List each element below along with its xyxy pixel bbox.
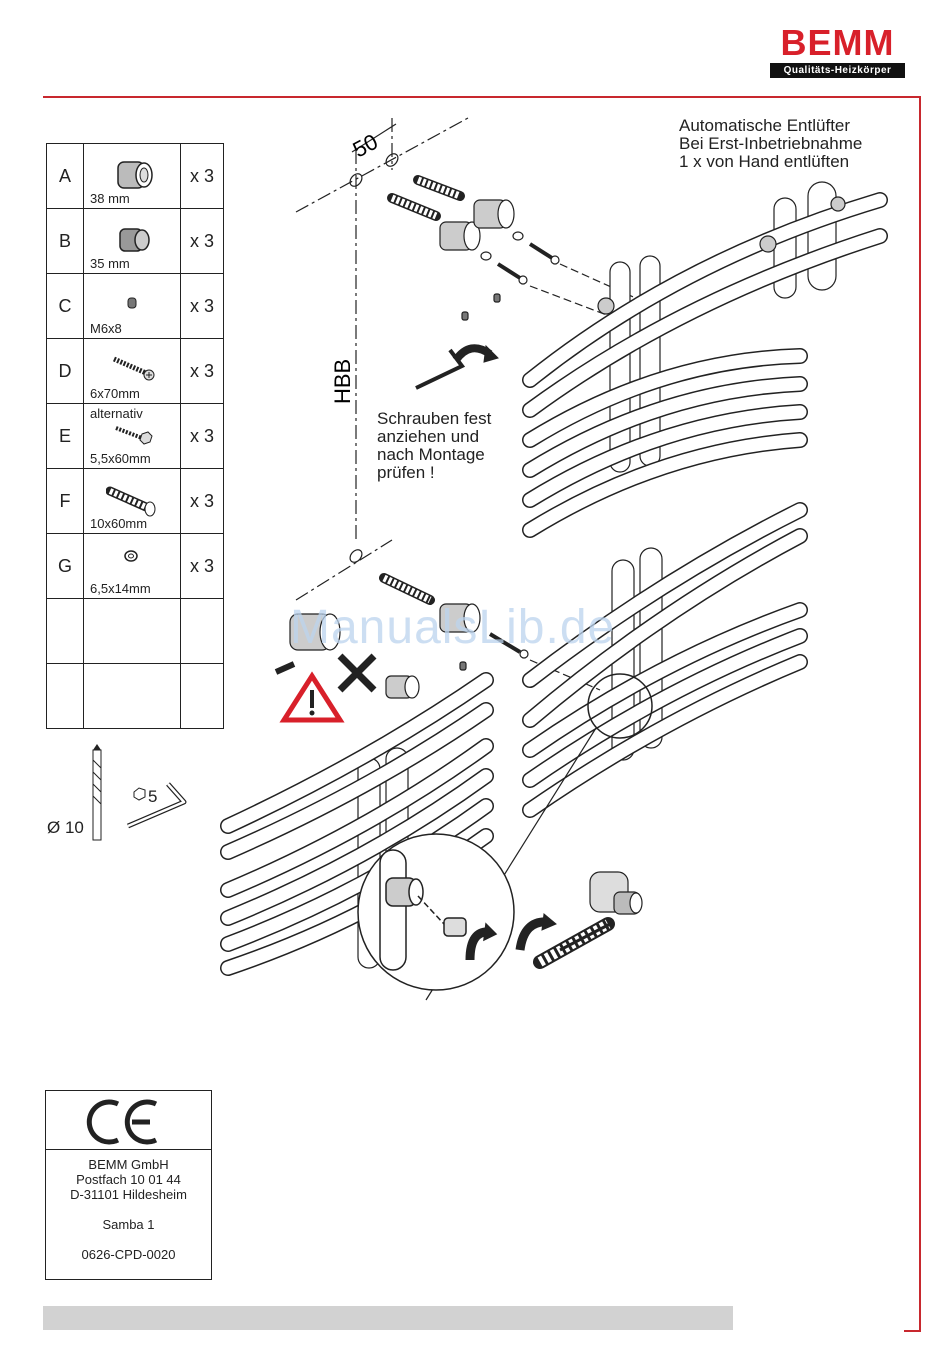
part-size: 5,5x60mm	[90, 451, 151, 466]
air-vent-note: Automatische Entlüfter Bei Erst-Inbetrie…	[679, 117, 919, 171]
tighten-arrow-icon	[415, 344, 499, 390]
parts-row-b: B 35 mm x 3	[46, 208, 224, 274]
part-size: 6,5x14mm	[90, 581, 151, 596]
frame-foot-line	[904, 1330, 921, 1332]
parts-row-a: A 38 mm x 3	[46, 143, 224, 209]
part-picture	[83, 663, 181, 729]
air-vent-fitting-icon	[589, 871, 643, 915]
ce-mark-area	[46, 1091, 211, 1150]
part-picture: M6x8	[83, 273, 181, 339]
dimension-height: HBB	[330, 359, 355, 404]
wall-plug-icon	[106, 486, 156, 517]
frame-right-line	[919, 96, 921, 1332]
part-size: 6x70mm	[90, 386, 140, 401]
parts-row-e: E alternativ 5,5x60mm x 3	[46, 403, 224, 469]
part-size: 35 mm	[90, 256, 130, 271]
tighten-note-line: prüfen !	[377, 463, 435, 482]
frame-top-line	[43, 96, 921, 98]
not-allowed-cross-icon	[337, 653, 377, 693]
upper-wall-fixings	[387, 175, 641, 321]
part-letter: B	[46, 208, 84, 274]
part-size: M6x8	[90, 321, 122, 336]
drill-bit-icon	[92, 744, 102, 841]
lower-wall-fixings	[274, 573, 601, 699]
spacer-cap-large-icon	[117, 161, 153, 189]
hex-screw-icon	[115, 426, 153, 445]
part-letter: F	[46, 468, 84, 534]
air-vent-note-line: Bei Erst-Inbetriebnahme	[679, 134, 863, 153]
warning-triangle-icon	[279, 671, 345, 723]
brand-logo: BEMM Qualitäts-Heizkörper	[770, 22, 905, 78]
air-vent-note-line: Automatische Entlüfter	[679, 116, 851, 135]
parts-row-g: G 6,5x14mm x 3	[46, 533, 224, 599]
parts-row-empty	[46, 663, 224, 729]
part-quantity: x 3	[180, 273, 224, 339]
drill-size-label: Ø 10	[47, 818, 84, 837]
part-quantity: x 3	[180, 533, 224, 599]
part-alternative-note: alternativ	[90, 406, 143, 421]
part-picture: 6x70mm	[83, 338, 181, 404]
tighten-note-line: anziehen und	[377, 427, 480, 446]
part-quantity: x 3	[180, 143, 224, 209]
part-picture: 10x60mm	[83, 468, 181, 534]
part-letter: G	[46, 533, 84, 599]
part-letter: D	[46, 338, 84, 404]
radiator-upper	[522, 181, 888, 538]
company-name: BEMM GmbH	[88, 1157, 169, 1172]
tighten-note-line: Schrauben fest	[377, 409, 492, 428]
screw-icon	[112, 356, 155, 381]
radiator-lower-right	[425, 502, 808, 1001]
part-quantity	[180, 663, 224, 729]
parts-list-table: A 38 mm x 3 B 35 mm x 3 C M6x8	[46, 143, 224, 729]
watermark-text: ManualsLib.de	[290, 601, 616, 654]
parts-row-d: D 6x70mm x 3	[46, 338, 224, 404]
part-size: 10x60mm	[90, 516, 148, 531]
address-line: Postfach 10 01 44	[76, 1172, 181, 1187]
manufacturer-address: BEMM GmbH Postfach 10 01 44 D-31101 Hild…	[46, 1157, 211, 1202]
detail-magnifier	[357, 833, 515, 991]
part-quantity: x 3	[180, 338, 224, 404]
parts-row-c: C M6x8 x 3	[46, 273, 224, 339]
footer-bar	[43, 1306, 733, 1330]
part-letter: A	[46, 143, 84, 209]
model-name: Samba 1	[102, 1217, 155, 1232]
part-size: 38 mm	[90, 191, 130, 206]
part-picture: 38 mm	[83, 143, 181, 209]
tighten-note-line: nach Montage	[377, 445, 485, 464]
tighten-note: Schrauben fest anziehen und nach Montage…	[377, 410, 517, 482]
hex-key-icon	[127, 782, 187, 829]
address-line: D-31101 Hildesheim	[70, 1187, 187, 1202]
part-picture: 35 mm	[83, 208, 181, 274]
dimension-spacing: 50	[349, 129, 382, 163]
part-picture: 6,5x14mm	[83, 533, 181, 599]
spacer-cap-small-icon	[119, 228, 150, 252]
dimension-lines	[295, 117, 469, 601]
grub-screw-icon	[127, 297, 137, 309]
hex-key-size-label: 5	[148, 787, 158, 806]
air-vent-note-line: 1 x von Hand entlüften	[679, 152, 850, 171]
part-picture: alternativ 5,5x60mm	[83, 403, 181, 469]
certificate-number: 0626-CPD-0020	[81, 1247, 176, 1262]
part-quantity: x 3	[180, 403, 224, 469]
part-quantity: x 3	[180, 208, 224, 274]
screwdriver-icon	[515, 913, 615, 969]
brand-name: BEMM	[780, 22, 895, 63]
brand-tagline: Qualitäts-Heizkörper	[770, 63, 905, 78]
part-letter: E	[46, 403, 84, 469]
washer-icon	[124, 550, 138, 562]
ce-mark-icon	[86, 1099, 158, 1145]
certification-box: BEMM GmbH Postfach 10 01 44 D-31101 Hild…	[45, 1090, 212, 1280]
